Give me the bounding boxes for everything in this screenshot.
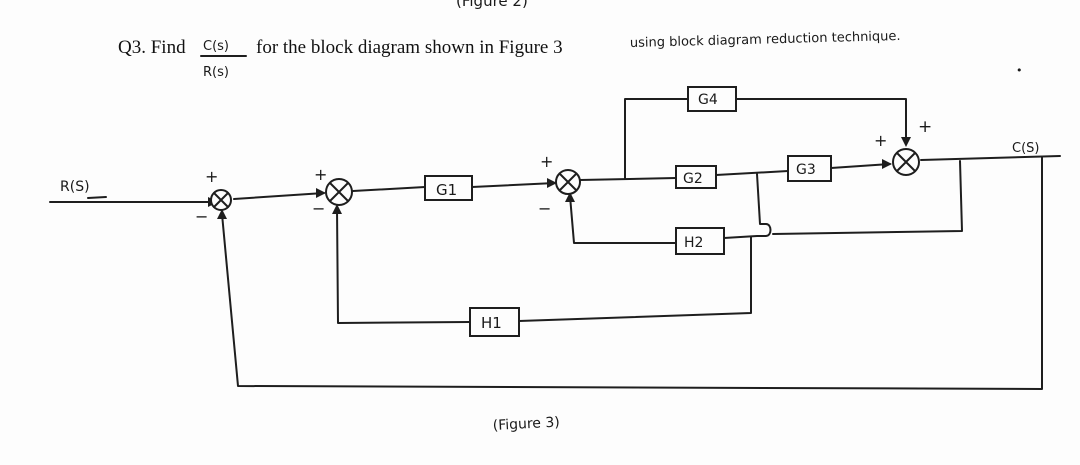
wire-g4-to-sum4 [735,98,907,144]
wire-g1-sum3 [471,182,556,188]
output-label: C(S) [1012,141,1039,156]
arrowhead-sum3-in [547,178,557,188]
block-h2: H2 [675,227,725,255]
block-h1-label: H1 [481,314,502,332]
block-g2-label: G2 [683,171,703,187]
arrowhead-sum2-feedback [332,204,342,214]
sign-sum1-plus: + [205,167,218,186]
wire-output [920,155,1061,161]
input-label: R(S) [60,179,90,195]
block-g1: G1 [424,175,473,201]
block-g3-label: G3 [796,162,816,178]
arrowhead-sum4-g4 [901,137,911,147]
question-prefix: Q3. Find [118,37,186,58]
block-g3: G3 [787,155,832,182]
sign-sum2-plus: + [314,165,327,184]
block-g4-label: G4 [698,92,718,108]
sign-sum3-plus: + [540,152,553,171]
wire-g3-out-tap [772,160,963,235]
sign-sum4-plus-left: + [874,131,887,150]
block-g2: G2 [675,165,717,189]
arrowhead-sum4-in [882,159,892,169]
wire-g2-g3 [715,170,789,176]
wire-sum1-sum2 [233,192,325,200]
wire-unity-feedback [221,156,1043,390]
handwritten-suffix: using block diagram reduction technique. [630,29,901,51]
stray-mark: • [1016,64,1023,77]
block-h1: H1 [469,307,520,337]
sign-sum4-plus-top: + [918,117,932,137]
block-g1-label: G1 [436,181,457,199]
arrowhead-sum2-in [316,188,326,198]
wire-h2-loop [723,173,772,239]
wire-h1-loop [518,236,752,322]
arrowhead-sum1-feedback [217,209,227,219]
sign-sum2-minus: − [312,199,325,218]
summing-junction-1 [210,189,232,211]
top-fragment: (Figure 2) [456,0,528,10]
wire-sum3-g2 [579,177,677,181]
summing-junction-4 [892,148,920,176]
input-underline [87,196,107,199]
wire-h1-to-sum2 [336,207,471,324]
block-g4: G4 [687,86,737,112]
wire-g3-sum4 [830,163,891,169]
sign-sum1-minus: − [195,207,208,226]
summing-junction-2 [325,178,353,206]
fraction-numerator: C(s) [203,39,229,54]
wire-sum2-g1 [352,186,426,192]
block-h2-label: H2 [684,235,703,251]
arrowhead-sum3-feedback [565,192,575,202]
sign-sum3-minus: − [538,199,551,218]
fraction-denominator: R(s) [203,65,229,80]
question-rest: for the block diagram shown in Figure 3 [256,37,563,58]
summing-junction-3 [555,169,581,195]
wire-h2-to-sum3 [569,195,677,244]
wire-g4-path [624,98,689,180]
figure-caption: (Figure 3) [492,415,560,434]
